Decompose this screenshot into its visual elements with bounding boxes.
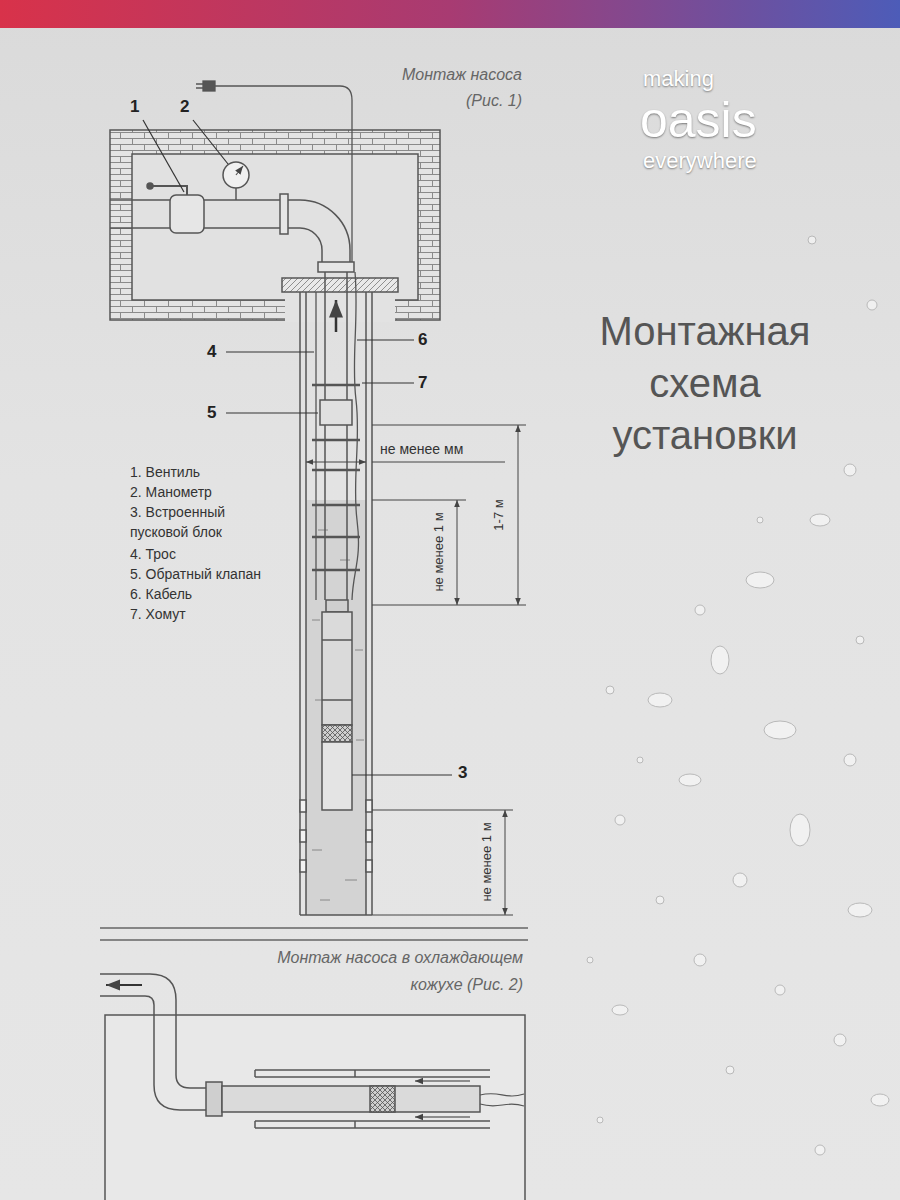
dimension-label: не менее 1 м xyxy=(479,819,494,904)
logo-text: everywhere xyxy=(643,148,757,174)
dimension-label: не менее мм xyxy=(380,441,463,458)
figure-caption: Монтаж насоса (Рис. 1) xyxy=(372,62,522,114)
gradient-bar xyxy=(0,0,900,28)
dimension-lines xyxy=(306,425,526,915)
well-casing xyxy=(300,292,372,915)
legend-item: 1. Вентиль xyxy=(130,462,200,482)
cable-rope-clamps xyxy=(196,81,360,600)
callout-number: 3 xyxy=(458,762,467,783)
legend-item: 3. Встроенный пусковой блок xyxy=(130,502,255,542)
pump-body xyxy=(322,600,352,810)
cooling-jacket-illustration xyxy=(100,974,525,1200)
building xyxy=(110,130,440,322)
callout-number: 4 xyxy=(207,341,216,362)
legend-item: 4. Трос xyxy=(130,544,176,564)
callout-number: 5 xyxy=(207,402,216,423)
page-title: Монтажная схема установки xyxy=(555,305,855,461)
dimension-label: не менее 1 м xyxy=(431,509,446,594)
legend-item: 6. Кабель xyxy=(130,584,192,604)
legend-item: 7. Хомут xyxy=(130,604,186,624)
legend-item: 5. Обратный клапан xyxy=(130,564,261,584)
logo-text: making xyxy=(643,66,714,92)
callout-number: 1 xyxy=(130,96,139,117)
callout-number: 6 xyxy=(418,329,427,350)
dimension-label: 1-7 м xyxy=(491,496,506,533)
callout-number: 7 xyxy=(418,372,427,393)
legend-item: 2. Манометр xyxy=(130,482,212,502)
callout-number: 2 xyxy=(180,96,189,117)
logo-text: oasis xyxy=(640,92,757,148)
pipe xyxy=(110,162,354,600)
separator xyxy=(100,928,528,940)
figure-caption: Монтаж насоса в охлаждающем кожухе (Рис.… xyxy=(263,944,523,998)
